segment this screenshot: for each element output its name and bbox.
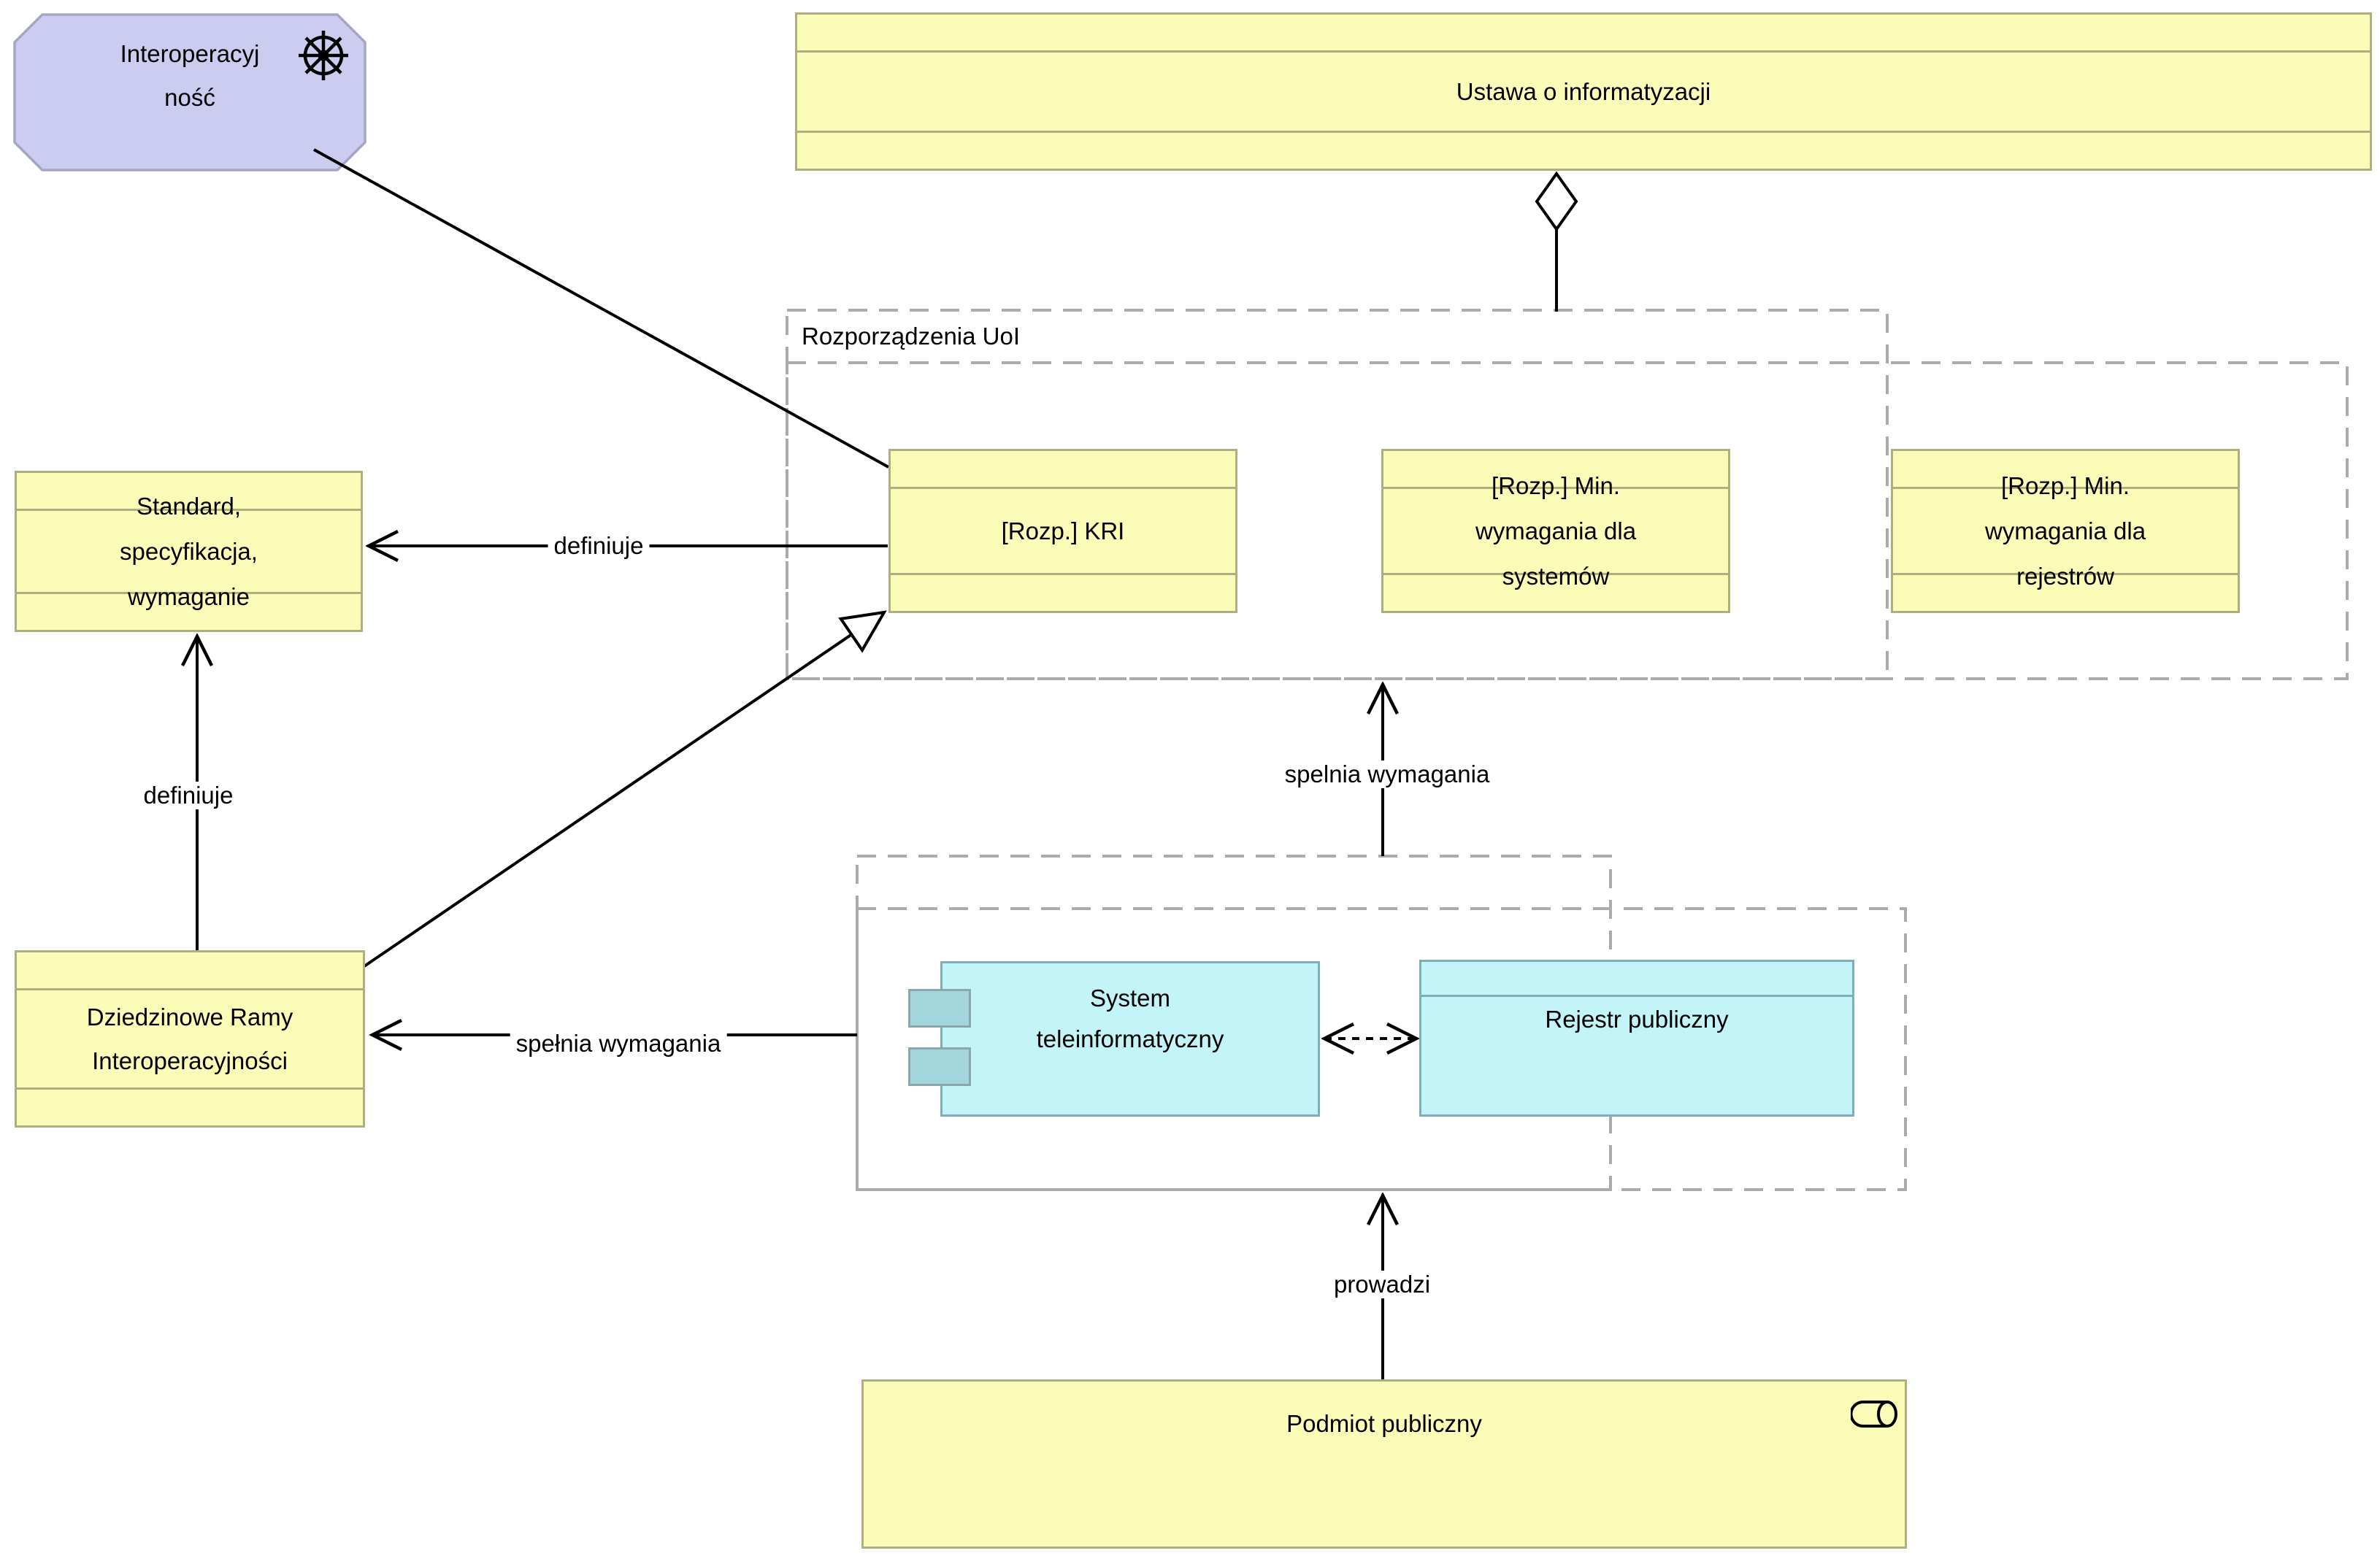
edge-label-spelnia-left: spełnia wymagania [510,1030,727,1058]
node-system-label: System teleinformatyczny [943,963,1318,1114]
node-ustawa-text: Ustawa o informatyzacji [1456,77,1711,105]
node-standard[interactable]: Standard, specyfikacja, wymaganie [15,471,363,632]
divider-line [17,988,363,990]
node-kri-label: [Rozp.] KRI [891,451,1235,611]
node-min-rejestry[interactable]: [Rozp.] Min. wymagania dla rejestrów [1891,449,2240,613]
specialization-ramy-kri[interactable] [356,612,884,972]
node-ramy[interactable]: Dziedzinowe Ramy Interoperacyjności [15,950,365,1128]
node-podmiot-text: Podmiot publiczny [1286,1410,1482,1437]
divider-line [1421,995,1852,997]
node-system-component[interactable]: System teleinformatyczny [908,961,1320,1117]
node-min-systemy[interactable]: [Rozp.] Min. wymagania dla systemów [1381,449,1730,613]
divider-line [17,592,361,594]
node-min-rejestry-text: [Rozp.] Min. wymagania dla rejestrów [1984,471,2146,590]
component-tab-icon [908,1047,971,1086]
driver-octagon[interactable] [13,13,366,172]
node-rejestr-text: Rejestr publiczny [1545,1005,1729,1033]
edge-label-prowadzi: prowadzi [1327,1271,1437,1298]
divider-line [1383,487,1728,489]
association-driver-kri[interactable] [313,148,889,469]
node-min-systemy-label: [Rozp.] Min. wymagania dla systemów [1383,451,1728,611]
group-systemy-rect-2[interactable] [856,907,1907,1191]
node-rejestr-label: Rejestr publiczny [1421,962,1852,1114]
divider-line [17,1087,363,1090]
driver-label-wrap: Interoperacyjność [15,15,365,188]
component-tab-icon [908,989,971,1028]
node-kri[interactable]: [Rozp.] KRI [888,449,1237,613]
aggregation-diamond [1535,171,1578,232]
divider-line [797,131,2370,133]
edge-label-definiuje-kri: definiuje [548,532,650,560]
divider-line [1383,573,1728,575]
divider-line [891,573,1235,575]
node-podmiot-label: Podmiot publiczny [864,1382,1905,1547]
node-podmiot[interactable]: Podmiot publiczny [861,1379,1907,1549]
divider-line [891,487,1235,489]
node-kri-text: [Rozp.] KRI [1001,517,1125,544]
divider-line [797,50,2370,53]
node-standard-label: Standard, specyfikacja, wymaganie [17,473,361,630]
group-rozporzadzenia-title[interactable]: Rozporządzenia UoI [802,323,1020,350]
edge-label-definiuje-ramy: definiuje [137,782,239,809]
node-system-text: System teleinformatyczny [1036,985,1224,1052]
business-role-icon [1851,1401,1897,1428]
node-ustawa-label: Ustawa o informatyzacji [797,15,2370,169]
group-rozporzadzenia-rect-2[interactable] [786,361,2349,680]
node-ustawa[interactable]: Ustawa o informatyzacji [795,12,2372,171]
node-ramy-text: Dziedzinowe Ramy Interoperacyjności [86,1003,293,1074]
node-min-systemy-text: [Rozp.] Min. wymagania dla systemów [1475,471,1637,590]
divider-line [1893,487,2238,489]
divider-line [17,509,361,511]
node-min-rejestry-label: [Rozp.] Min. wymagania dla rejestrów [1893,451,2238,611]
divider-line [1893,573,2238,575]
node-ramy-label: Dziedzinowe Ramy Interoperacyjności [17,952,363,1125]
node-rejestr[interactable]: Rejestr publiczny [1419,960,1854,1117]
node-standard-text: Standard, specyfikacja, wymaganie [120,492,258,610]
edge-label-spelnia-top: spelnia wymagania [1278,760,1496,788]
driver-label: Interoperacyjność [120,40,260,111]
driver-wheel-icon [299,31,348,80]
